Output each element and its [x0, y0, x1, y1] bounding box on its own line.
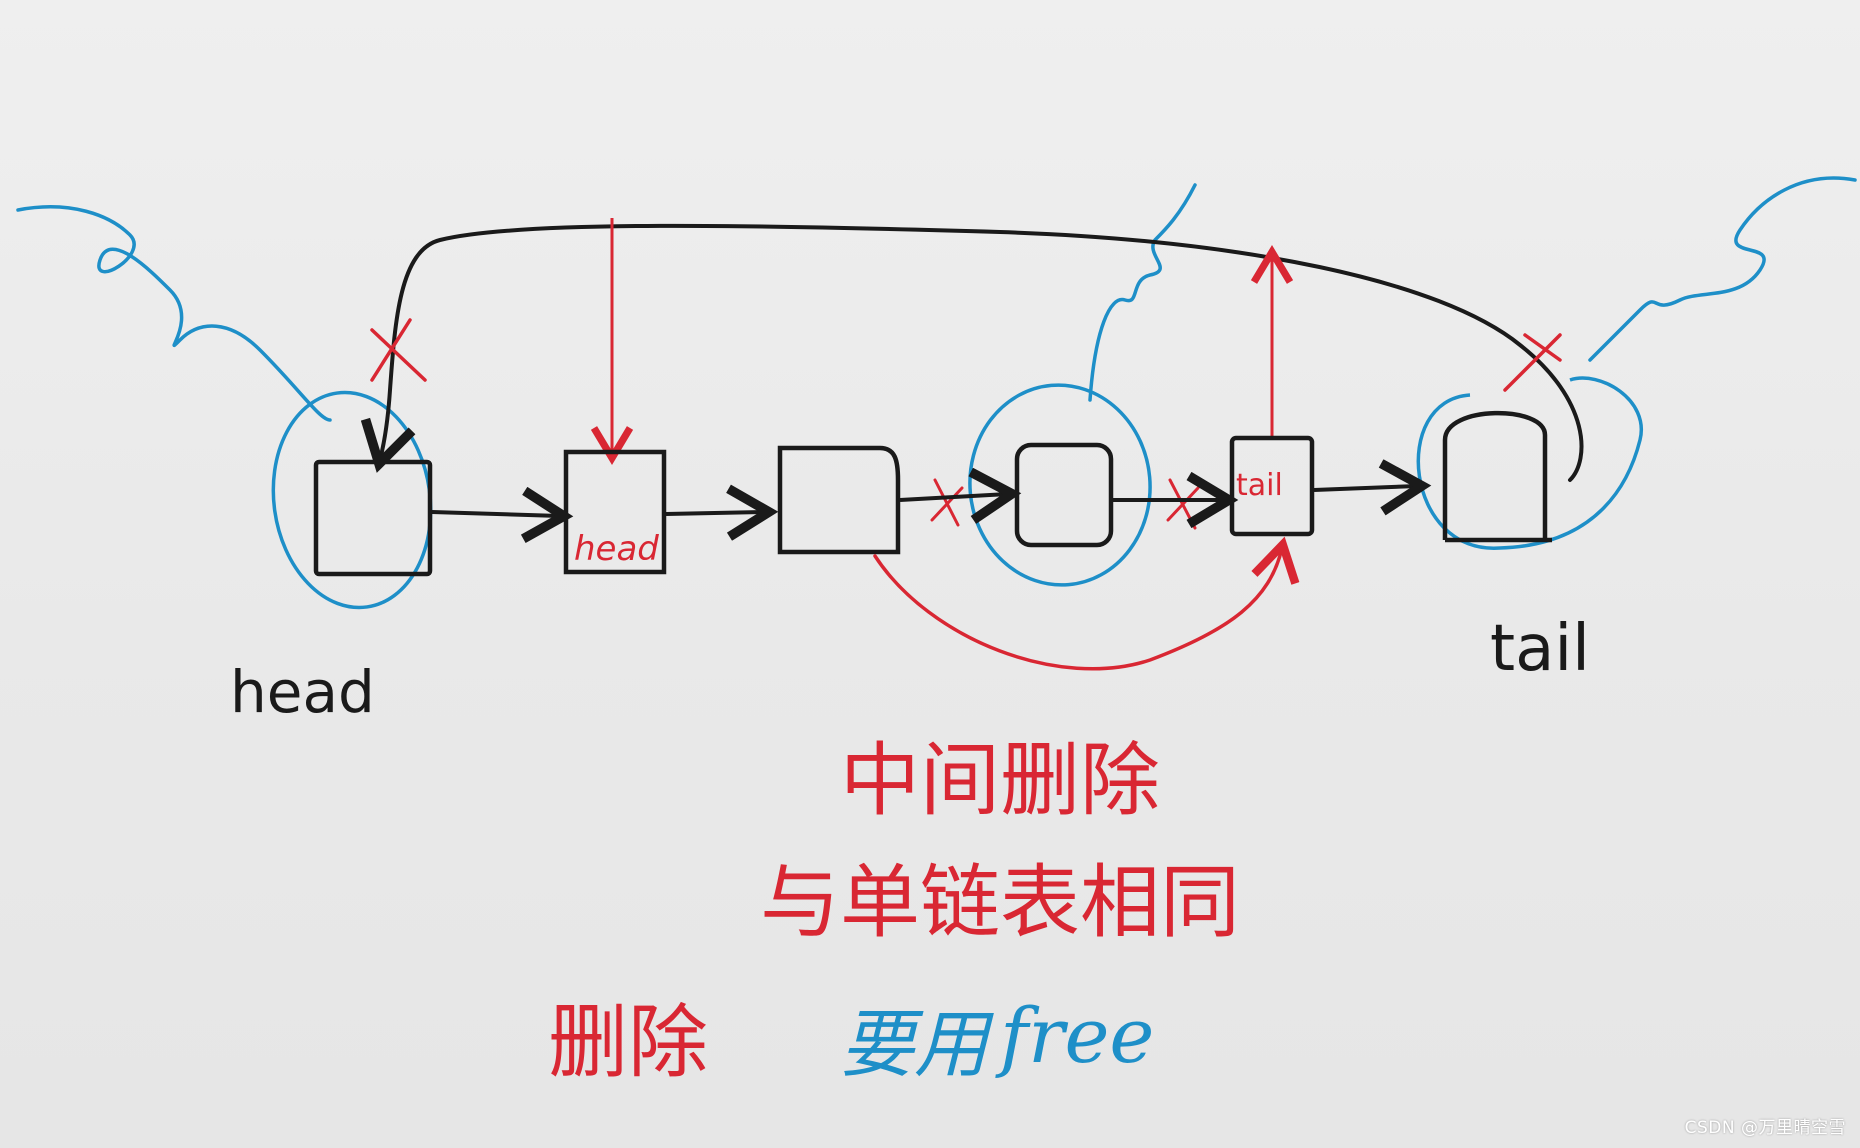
- red-x-tail: [1503, 333, 1562, 392]
- arrow-2-3: [665, 512, 765, 514]
- note-line-3-blue-cn: 要用: [840, 1002, 994, 1088]
- label-head-in-box: head: [574, 529, 659, 569]
- note-line-1: 中间删除: [840, 734, 1160, 827]
- red-x-link-3-4: [930, 478, 964, 527]
- arrow-5-6: [1313, 486, 1418, 490]
- red-bypass-arc: [873, 548, 1282, 671]
- arrow-3-4: [899, 494, 1008, 500]
- csdn-watermark: CSDN @万里晴空雪: [1684, 1118, 1846, 1138]
- blue-loop-middle: [1088, 183, 1197, 402]
- node-3-box: [777, 445, 901, 555]
- blue-circle-tail-node: [1416, 376, 1644, 550]
- note-line-3-red: 删除: [548, 996, 708, 1089]
- blue-circle-deleted-node: [968, 383, 1152, 587]
- tail-to-head-arc: [380, 223, 1584, 482]
- arrow-1-2: [431, 512, 560, 516]
- label-head-left: head: [230, 658, 375, 726]
- blue-circle-head-node: [271, 390, 433, 610]
- blue-loop-right: [1588, 176, 1857, 362]
- note-line-2: 与单链表相同: [760, 856, 1240, 949]
- label-tail-right: tail: [1490, 612, 1590, 686]
- node-1-box: [313, 459, 433, 577]
- red-x-head: [370, 318, 427, 382]
- node-6-box: [1442, 410, 1548, 540]
- blue-loop-left: [16, 205, 332, 422]
- label-tail-in-box: tail: [1236, 468, 1283, 503]
- red-x-link-4-5: [1166, 478, 1200, 530]
- note-line-3-blue-en: free: [995, 991, 1154, 1080]
- node-4-box: [1014, 442, 1114, 548]
